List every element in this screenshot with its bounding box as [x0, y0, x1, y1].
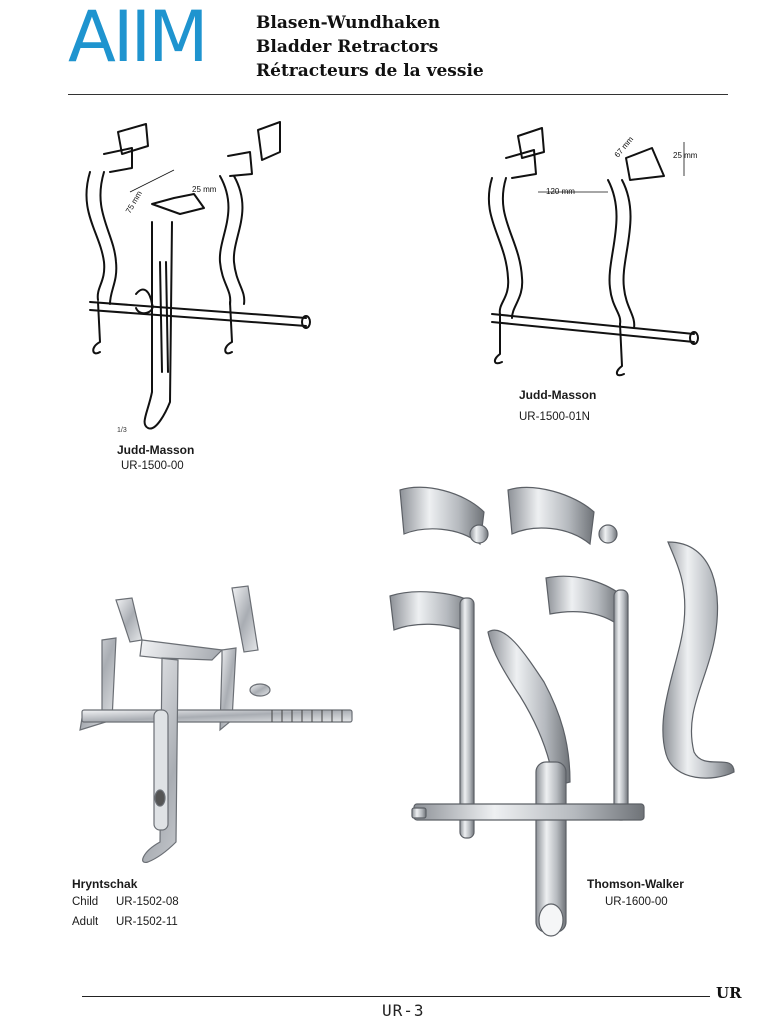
product-name: Judd-Masson	[117, 443, 195, 457]
footer-divider	[82, 996, 710, 997]
product-name: Thomson-Walker	[587, 877, 684, 891]
header-divider	[68, 94, 728, 95]
title-french: Rétracteurs de la vessie	[256, 61, 484, 81]
product-code: UR-1600-00	[605, 896, 668, 908]
dimension-width: 25 mm	[673, 151, 698, 160]
judd-masson-01n-illustration: 120 mm 67 mm 25 mm	[487, 127, 699, 377]
variant-label: Child	[72, 896, 99, 908]
variant-label: Adult	[72, 916, 99, 928]
variant-row: Child UR-1502-08	[72, 894, 179, 910]
thomson-walker-photo	[389, 486, 735, 937]
product-judd-masson-2: Judd-Masson UR-1500-01N	[519, 387, 596, 425]
dimension-length: 75 mm	[124, 189, 144, 215]
product-thomson-walker: Thomson-Walker UR-1600-00	[587, 876, 684, 910]
variant-code: UR-1502-11	[116, 916, 178, 928]
company-logo: AIIM	[68, 0, 209, 78]
catalog-title-block: Blasen-Wundhaken Bladder Retractors Rétr…	[256, 11, 484, 83]
product-code: UR-1500-01N	[519, 411, 590, 423]
title-english: Bladder Retractors	[256, 37, 439, 57]
product-hryntschak: Hryntschak Child UR-1502-08 Adult UR-150…	[72, 876, 179, 930]
product-judd-masson-1: Judd-Masson UR-1500-00	[117, 442, 217, 474]
product-name: Judd-Masson	[519, 388, 597, 402]
section-tag: UR	[716, 984, 742, 1002]
product-code: UR-1500-00	[121, 460, 184, 472]
dimension-width: 25 mm	[192, 185, 217, 194]
variant-code: UR-1502-08	[116, 896, 179, 908]
hryntschak-photo	[79, 585, 353, 864]
variant-row: Adult UR-1502-11	[72, 914, 179, 930]
title-german: Blasen-Wundhaken	[256, 13, 441, 33]
page-number: UR-3	[382, 1001, 425, 1020]
scale-note: 1/3	[117, 427, 127, 434]
judd-masson-illustration: 75 mm 25 mm	[85, 121, 311, 430]
dimension-spread: 120 mm	[546, 187, 575, 196]
product-name: Hryntschak	[72, 877, 138, 891]
